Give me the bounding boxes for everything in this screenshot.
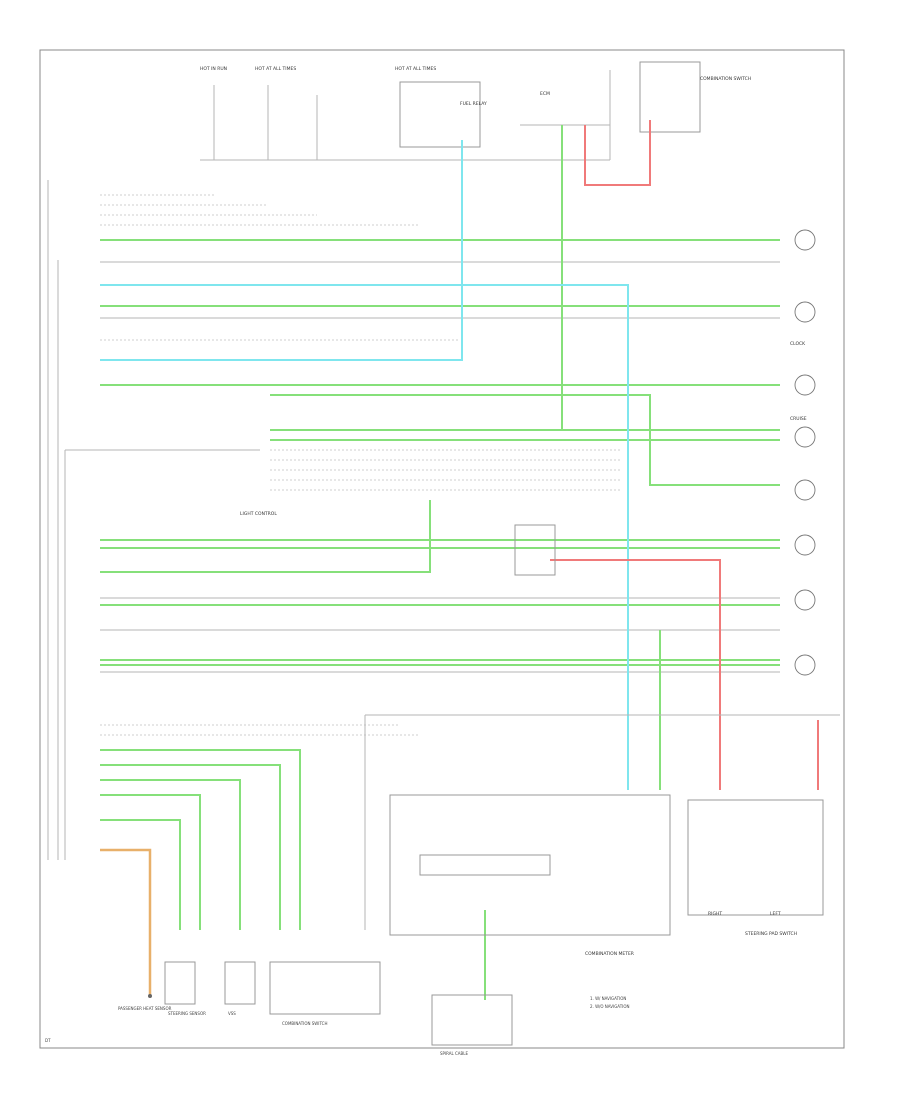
meter-label: COMBINATION METER <box>585 951 634 957</box>
red-wire <box>550 559 721 790</box>
corner-code: DT <box>45 1038 51 1043</box>
footnote-2: 2. W/O NAVIGATION <box>590 1004 630 1009</box>
fuse-label-1: HOT IN RUN <box>200 66 227 72</box>
bottom-component-2: STEERING SENSOR <box>168 1011 206 1016</box>
orange-wire <box>100 848 152 995</box>
right-label: RIGHT <box>708 911 722 917</box>
clock-label: CLOCK <box>790 341 806 347</box>
light-control-label: LIGHT CONTROL <box>240 511 277 517</box>
cyan-wires <box>100 140 629 790</box>
steering-switch-label: STEERING PAD SWITCH <box>745 931 797 937</box>
bottom-component-1: PASSENGER HEAT SENSOR <box>118 1006 172 1011</box>
fuse-label-3: HOT AT ALL TIMES <box>395 66 436 72</box>
footnote-1: 1. W/ NAVIGATION <box>590 996 626 1001</box>
left-label: LEFT <box>770 911 781 917</box>
relay-label: FUEL RELAY <box>460 101 487 107</box>
cruise-label: CRUISE <box>790 416 807 422</box>
diagram-frame <box>39 49 845 1049</box>
bottom-component-5: SPIRAL CABLE <box>440 1051 468 1056</box>
fuse-block: HOT IN RUN HOT AT ALL TIMES HOT AT ALL T… <box>200 66 611 161</box>
middle-connectors: LIGHT CONTROL <box>240 511 556 576</box>
ecm-label: ECM <box>540 91 550 97</box>
left-bus <box>47 180 66 860</box>
right-components: CLOCK CRUISE <box>790 229 816 676</box>
bottom-area: COMBINATION METER STEERING PAD SWITCH RI… <box>118 714 840 1056</box>
green-wires <box>100 125 780 1000</box>
bottom-component-3: VSS <box>228 1011 236 1016</box>
combination-switch-label: COMBINATION SWITCH <box>700 76 751 82</box>
gray-wires <box>65 194 780 736</box>
combination-switch-top: COMBINATION SWITCH <box>584 61 751 186</box>
fuse-label-2: HOT AT ALL TIMES <box>255 66 296 72</box>
bottom-component-4: COMBINATION SWITCH <box>282 1021 327 1026</box>
